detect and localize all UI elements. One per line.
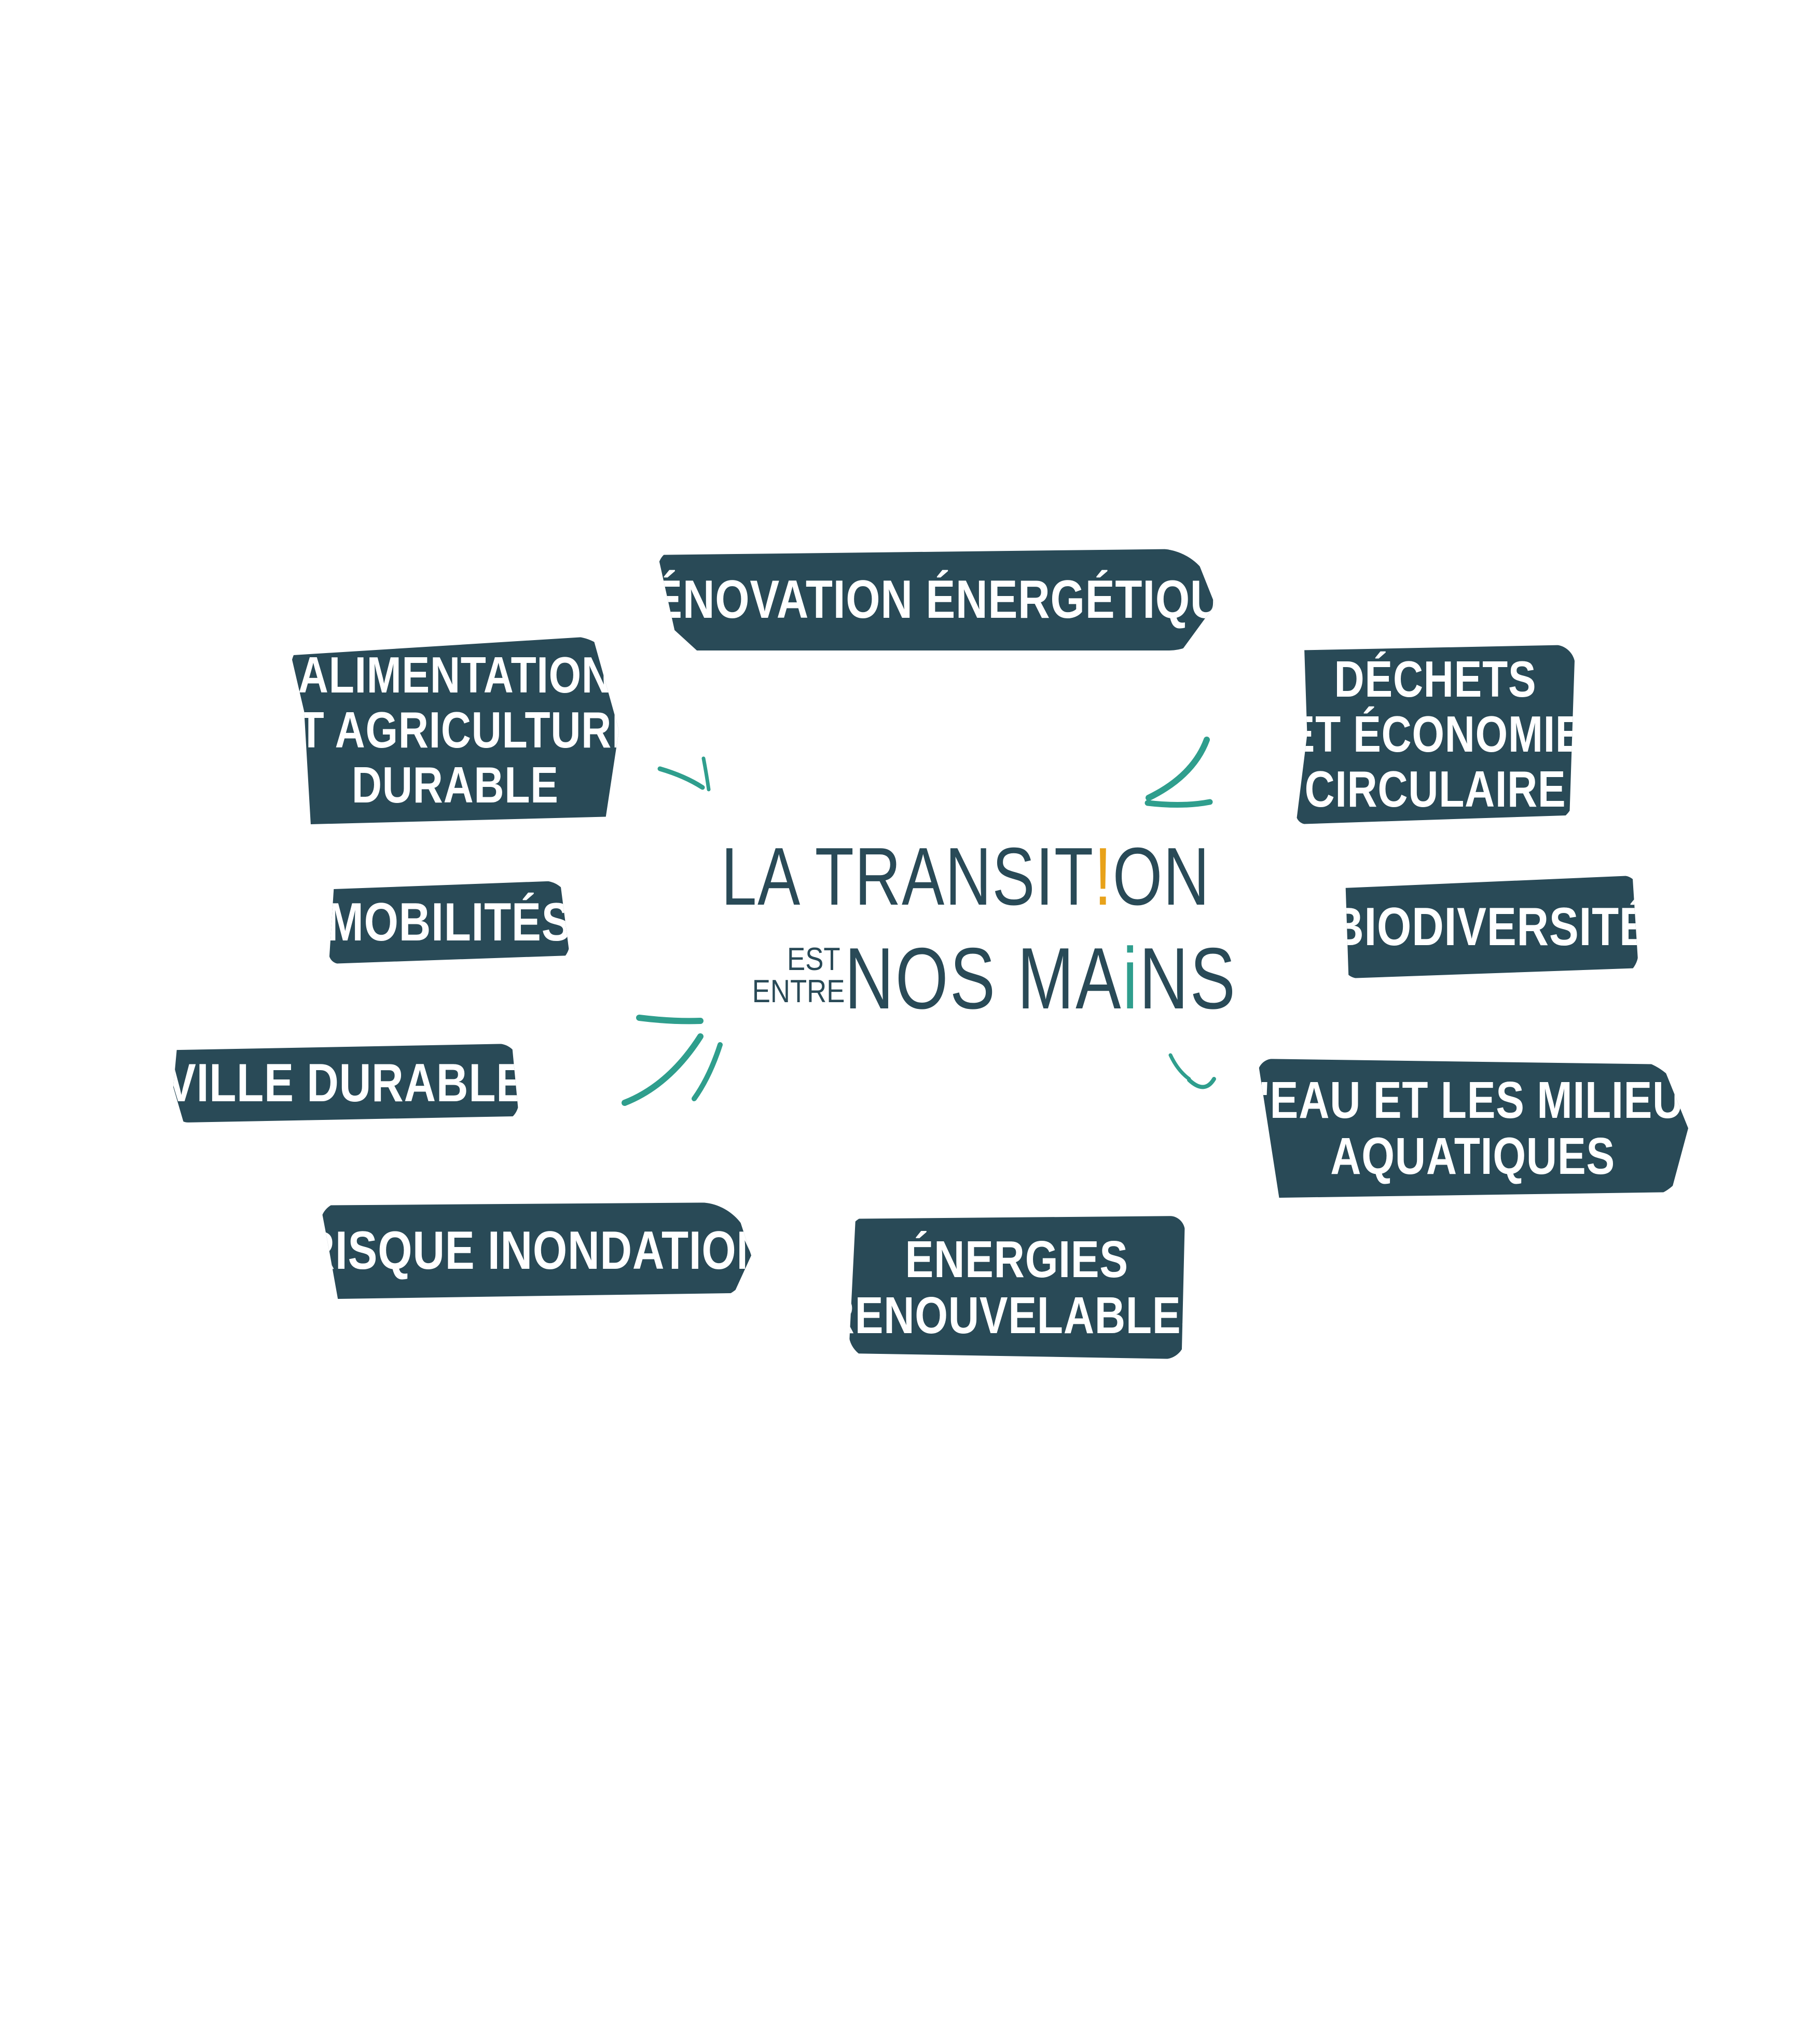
title-text-part: NS	[1139, 930, 1237, 1027]
bubble-label: ALIMENTATION	[298, 646, 612, 704]
topic-bubble-energies-renouvelables[interactable]: ÉNERGIES RENOUVELABLES	[849, 1216, 1185, 1359]
bubble-label: RENOUVELABLES	[823, 1286, 1210, 1345]
bubble-label: AQUATIQUES	[1330, 1127, 1616, 1185]
bubble-label: ÉNERGIES	[905, 1230, 1129, 1289]
accent-stroke	[636, 1015, 704, 1024]
bubble-label: ET AGRICULTURE	[270, 701, 640, 759]
accent-stroke	[1168, 1053, 1191, 1081]
accent-stroke	[701, 756, 711, 792]
title-text-part: LA TRANSIT	[721, 831, 1094, 922]
title-line-1: LA TRANSIT!ON	[721, 830, 1210, 924]
bubble-label: MOBILITÉS	[327, 892, 572, 952]
bubble-label: BIODIVERSITÉ	[1332, 896, 1649, 957]
title-text-part: ON	[1112, 831, 1210, 922]
bubble-label: RÉNOVATION ÉNERGÉTIQUE	[620, 569, 1253, 630]
bubble-label: ET ÉCONOMIE	[1287, 705, 1584, 763]
title-teal-letter: i	[1122, 930, 1139, 1027]
title-line-3: NOS MAiNS	[845, 929, 1237, 1029]
title-word-est: EST	[787, 941, 840, 977]
bubble-label: DÉCHETS	[1334, 650, 1537, 708]
accent-stroke	[1187, 1077, 1216, 1089]
topic-bubble-eau-milieux-aquatiques[interactable]: L'EAU ET LES MILIEUX AQUATIQUES	[1258, 1059, 1688, 1198]
bubble-label: VILLE DURABLE	[166, 1052, 526, 1113]
title-word-entre: ENTRE	[752, 974, 845, 1009]
accent-stroke	[657, 766, 705, 790]
topic-bubble-alimentation[interactable]: ALIMENTATION ET AGRICULTURE DURABLE	[291, 636, 619, 824]
accent-stroke	[1146, 737, 1210, 801]
bubble-label: DURABLE	[351, 756, 559, 813]
accent-stroke	[692, 1042, 723, 1101]
accent-stroke	[622, 1033, 704, 1106]
topic-bubble-renovation-energetique[interactable]: RÉNOVATION ÉNERGÉTIQUE	[658, 549, 1215, 650]
title-text-part: NOS MA	[845, 930, 1123, 1027]
bubble-label: L'EAU ET LES MILIEUX	[1233, 1071, 1713, 1129]
central-title: LA TRANSIT!ON EST ENTRE NOS MAiNS	[716, 830, 1235, 1027]
topic-bubble-biodiversite[interactable]: BIODIVERSITÉ	[1345, 876, 1638, 978]
title-exclamation-mark: !	[1094, 831, 1113, 922]
bubble-label: CIRCULAIRE	[1305, 760, 1566, 818]
topic-bubble-dechets[interactable]: DÉCHETS ET ÉCONOMIE CIRCULAIRE	[1296, 645, 1575, 824]
topic-bubble-risque-inondation[interactable]: RISQUE INONDATION	[321, 1202, 751, 1299]
topic-bubble-ville-durable[interactable]: VILLE DURABLE	[173, 1044, 519, 1123]
accent-stroke	[1145, 799, 1213, 808]
bubble-label: RISQUE INONDATION	[302, 1220, 769, 1281]
topic-bubble-mobilites[interactable]: MOBILITÉS	[329, 881, 570, 964]
